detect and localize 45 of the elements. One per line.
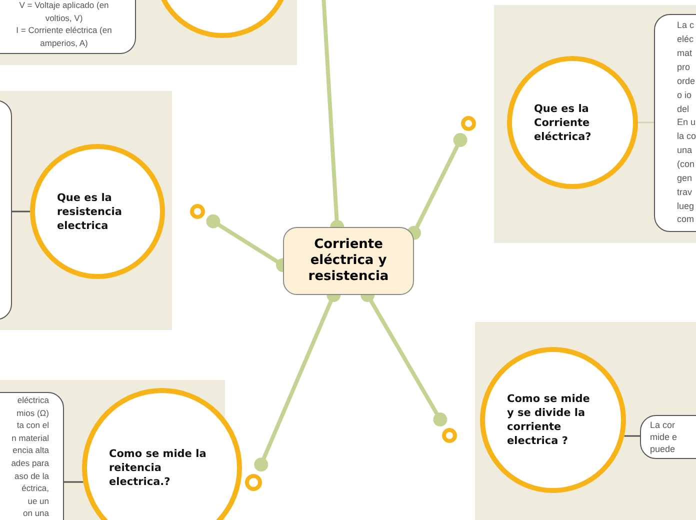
card-text: aso de la — [14, 470, 49, 482]
connector-line — [407, 133, 468, 240]
card-text: eléc — [677, 33, 694, 46]
collapse-ring-icon — [461, 116, 476, 131]
card-text: trav — [677, 186, 692, 199]
card-text: ue un — [28, 494, 49, 508]
card-text: éctrica, — [22, 482, 49, 495]
connector-line — [638, 122, 654, 124]
card-text: La cor — [650, 419, 676, 431]
central-topic-box — [283, 227, 414, 295]
collapse-ring-icon — [190, 204, 205, 219]
card-text: gen — [677, 172, 692, 185]
card-text: orde — [677, 74, 696, 88]
card-text: ades para — [11, 456, 49, 470]
topic-label: Como se mide la reitencia electrica.? — [109, 447, 208, 489]
topic-label: Como se mide y se divide la corriente electrica ? — [507, 392, 591, 448]
connector-line — [624, 435, 640, 437]
card-text: una — [677, 144, 692, 158]
card-text: com — [677, 213, 694, 226]
card-text: mios (Ω) — [16, 406, 49, 420]
card-text: puede — [650, 443, 676, 455]
card-text: mide e — [650, 431, 678, 443]
card-text: pro — [677, 61, 690, 74]
topic-label: Que es la resistencia electrica — [57, 190, 123, 232]
card-text: eléctrica — [17, 394, 49, 407]
card-text: del — [677, 102, 690, 116]
card-text: on una — [23, 507, 49, 520]
card-text: En u — [677, 116, 696, 130]
card-text: La c — [677, 19, 694, 32]
card-text: n material — [12, 432, 49, 444]
card-text: V = Voltaje aplicado (en voltios, V) — [18, 0, 110, 24]
collapse-ring-icon — [245, 474, 262, 491]
card-text: la co — [677, 130, 696, 144]
collapse-ring-icon — [442, 428, 457, 443]
topic-label: Que es la Corriente eléctrica? — [534, 102, 592, 144]
card-text: (con — [677, 158, 695, 172]
card-text: encia alta — [12, 444, 49, 457]
card-text: o io — [677, 88, 692, 102]
topic-label: Corriente eléctrica y resistencia — [307, 237, 390, 285]
card-text: ta con el — [16, 419, 49, 432]
card-text: lueg — [677, 200, 694, 213]
connector-line — [12, 210, 30, 212]
card-text: mat — [677, 47, 692, 60]
connector-line — [64, 481, 84, 483]
card-text: I = Corriente eléctrica (en amperios, A) — [15, 24, 113, 49]
